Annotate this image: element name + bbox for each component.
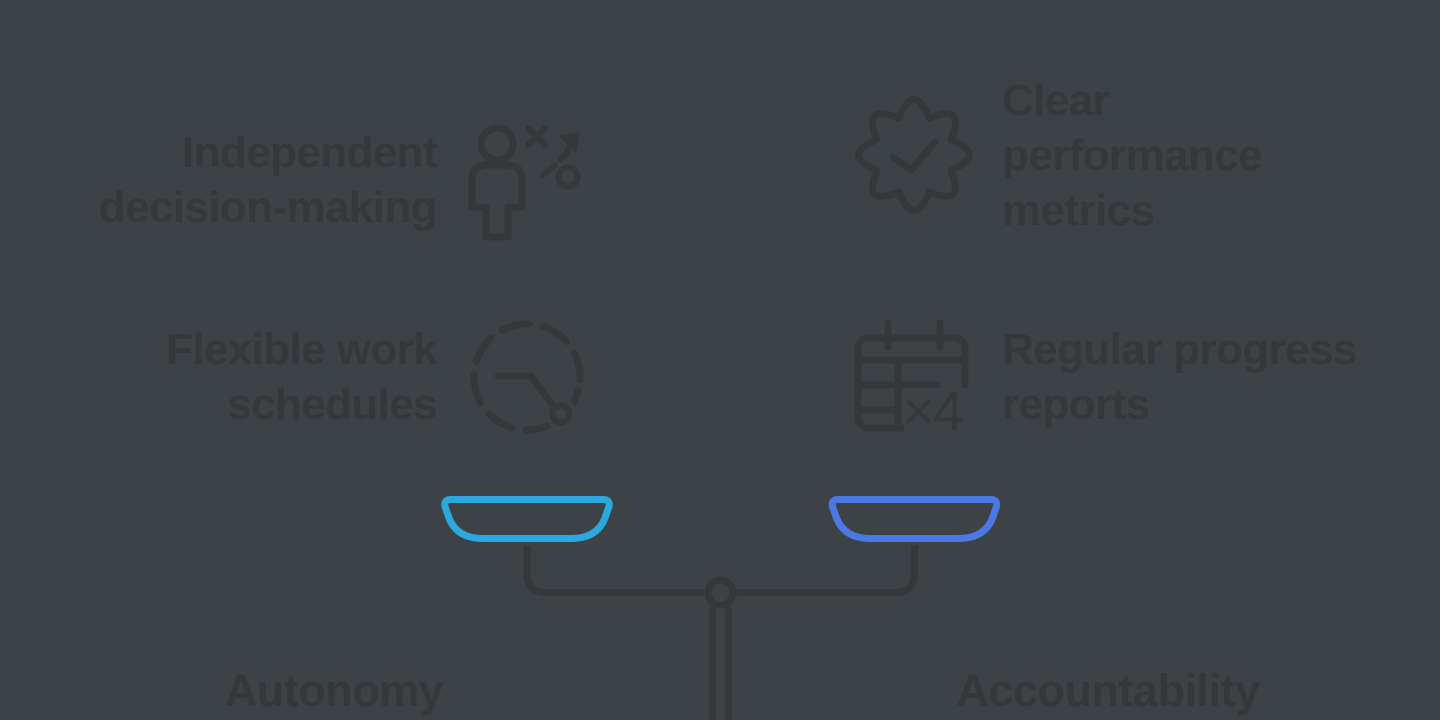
label-line: Flexible work bbox=[166, 325, 438, 374]
feature-label-flexible-work-schedules: Flexible work schedules bbox=[60, 322, 438, 432]
target-dot-shape bbox=[555, 164, 581, 190]
scale-right-arm-shape bbox=[737, 545, 918, 596]
balance-scale bbox=[441, 496, 1001, 720]
label-line: performance bbox=[1002, 131, 1263, 180]
checkmark-shape bbox=[889, 138, 939, 174]
clock-end-dot-shape bbox=[549, 402, 573, 426]
clock-dashed-ring-shape bbox=[470, 320, 584, 434]
calendar-icon: ×4 bbox=[854, 319, 974, 442]
person-head-shape bbox=[477, 124, 517, 164]
arrow-curve-shape bbox=[540, 142, 574, 178]
label-line: metrics bbox=[1002, 186, 1155, 235]
feature-label-regular-progress-reports: Regular progress reports bbox=[1002, 322, 1422, 432]
label-line: reports bbox=[1002, 380, 1150, 429]
arrow-head-shape bbox=[559, 132, 580, 153]
badge-check-icon bbox=[855, 96, 973, 214]
label-line: decision-making bbox=[98, 183, 438, 232]
label-line: schedules bbox=[227, 380, 437, 429]
scale-left-arm-shape bbox=[523, 545, 704, 596]
autonomy-label: Autonomy bbox=[224, 665, 444, 716]
scale-post-shape bbox=[709, 607, 732, 720]
clock-icon bbox=[470, 320, 584, 434]
scale-pan-right-shape bbox=[828, 496, 1001, 542]
person-body-shape bbox=[468, 161, 526, 241]
label-line: Independent bbox=[182, 128, 438, 177]
scale-pan-left-shape bbox=[441, 496, 613, 542]
calendar-times-four-label: ×4 bbox=[902, 379, 963, 442]
label-line: Regular progress bbox=[1002, 325, 1357, 374]
calendar-pegs-shape bbox=[884, 319, 944, 351]
clock-hands-shape bbox=[494, 372, 555, 407]
feature-label-independent-decision-making: Independent decision-making bbox=[60, 125, 438, 235]
seal-shape bbox=[855, 96, 973, 214]
x-mark-shape bbox=[525, 125, 548, 148]
accountability-label: Accountability bbox=[956, 665, 1260, 716]
label-line: Clear bbox=[1002, 76, 1110, 125]
feature-label-clear-performance-metrics: Clear performance metrics bbox=[1002, 73, 1422, 238]
calendar-badge-halo bbox=[904, 388, 974, 435]
strategy-icon bbox=[468, 124, 581, 241]
scale-pivot-ring-shape bbox=[704, 576, 737, 609]
